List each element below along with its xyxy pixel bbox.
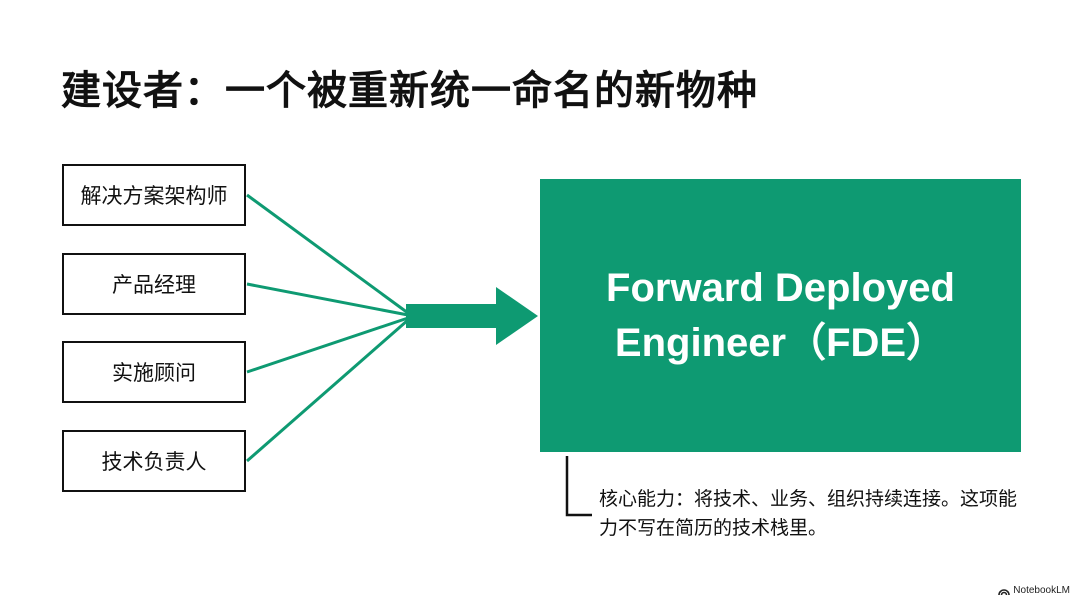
merge-arrow <box>406 287 538 345</box>
role-label: 实施顾问 <box>112 361 196 385</box>
connector-line <box>246 316 409 374</box>
connector-line <box>246 193 409 315</box>
role-label: 技术负责人 <box>101 450 207 474</box>
role-label: 产品经理 <box>112 273 196 297</box>
role-label: 解决方案架构师 <box>80 184 228 208</box>
notebooklm-logo-icon <box>998 586 1011 596</box>
fde-box: Forward Deployed Engineer（FDE） <box>540 179 1021 452</box>
role-box-solution-architect: 解决方案架构师 <box>62 164 246 226</box>
slide-title: 建设者：一个被重新统一命名的新物种 <box>61 68 758 114</box>
role-box-implementation-consultant: 实施顾问 <box>62 341 246 403</box>
role-box-tech-lead: 技术负责人 <box>62 430 246 492</box>
callout-bracket <box>565 456 592 517</box>
brand-name: NotebookLM <box>1013 585 1070 596</box>
notebooklm-watermark: NotebookLM <box>998 585 1070 596</box>
fde-title: Forward Deployed Engineer（FDE） <box>606 265 955 365</box>
role-box-product-manager: 产品经理 <box>62 253 246 315</box>
connector-line <box>246 282 409 317</box>
connector-line <box>246 318 409 463</box>
capability-note: 核心能力：将技术、业务、组织持续连接。这项能力不写在简历的技术栈里。 <box>599 488 1018 539</box>
